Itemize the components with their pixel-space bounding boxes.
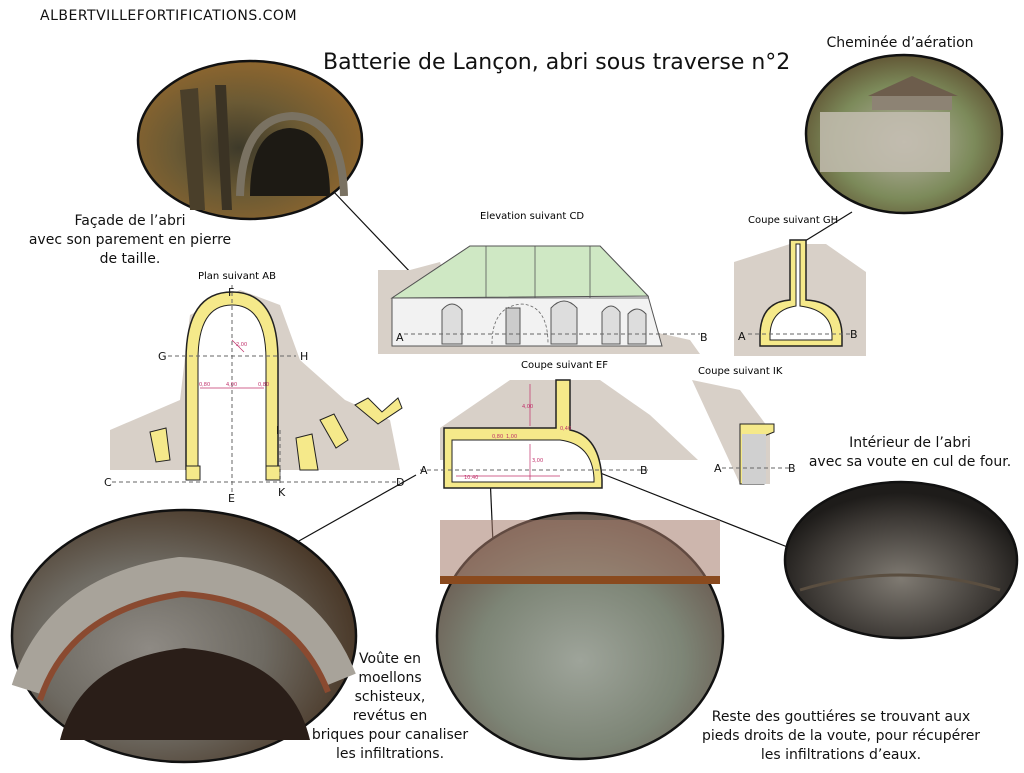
axis-letter-b-ef: B — [640, 464, 648, 477]
coupe-gh-drawing — [734, 239, 866, 356]
axis-letter-h: H — [300, 350, 308, 363]
caption-line: moellons — [358, 670, 422, 686]
axis-letter-a-ik: A — [714, 462, 722, 475]
photo-interior — [783, 480, 1019, 640]
axis-letter-i: I — [276, 424, 279, 437]
caption-gutters: Reste des gouttiéres se trouvant aux pie… — [676, 708, 1006, 765]
caption-line: avec sa voute en cul de four. — [808, 454, 1012, 470]
axis-letter-e: E — [228, 492, 235, 505]
caption-line: les infiltrations d’eaux. — [760, 747, 922, 763]
dim-plan-wall-left: 0,80 — [199, 382, 210, 388]
photo-vault — [10, 508, 358, 764]
label-coupe-gh: Coupe suivant GH — [748, 215, 838, 226]
caption-line: Intérieur de l’abri — [849, 435, 971, 451]
coupe-ik-drawing — [692, 380, 792, 485]
axis-letter-b-ik: B — [788, 462, 796, 475]
dim-ef-w3: 0,40 — [560, 426, 571, 432]
axis-letter-g: G — [158, 350, 167, 363]
axis-letter-a-gh: A — [738, 330, 746, 343]
elevation-cd-drawing — [378, 245, 700, 354]
site-watermark: ALBERTVILLEFORTIFICATIONS.COM — [40, 8, 298, 24]
label-plan-ab: Plan suivant AB — [198, 271, 276, 282]
axis-letter-f: F — [228, 286, 234, 299]
label-coupe-ef: Coupe suivant EF — [521, 360, 608, 371]
caption-line: avec son parement en pierre — [28, 232, 232, 248]
caption-interior: Intérieur de l’abri avec sa voute en cul… — [790, 434, 1024, 472]
dim-plan-width: 4,00 — [226, 382, 237, 388]
coupe-ef-drawing — [420, 379, 698, 489]
caption-vault: Voûte en moellons schisteux, revétus en … — [300, 650, 480, 764]
caption-chimney: Cheminée d’aération — [826, 35, 974, 51]
axis-letter-a-ef: A — [420, 464, 428, 477]
caption-line: les infiltrations. — [335, 746, 445, 762]
caption-line: pieds droits de la voute, pour récupérer — [701, 728, 981, 744]
axis-letter-b-elev: B — [700, 331, 708, 344]
axis-letter-c: C — [104, 476, 112, 489]
axis-letter-k: K — [278, 486, 286, 499]
caption-line: schisteux, — [354, 689, 426, 705]
photo-facade — [136, 59, 364, 221]
caption-line: briques pour canaliser — [311, 727, 469, 743]
caption-line: Voûte en — [359, 651, 421, 667]
axis-letter-d: D — [396, 476, 404, 489]
dim-plan-wall-right: 0,80 — [258, 382, 269, 388]
dim-ef-w2: 1,00 — [506, 434, 517, 440]
plan-ab-drawing — [110, 285, 403, 492]
axis-letter-b-gh: B — [850, 328, 858, 341]
photo-chimney — [804, 53, 1004, 215]
caption-line: Façade de l’abri — [74, 213, 186, 229]
caption-line: revétus en — [352, 708, 428, 724]
page-title: Batterie de Lançon, abri sous traverse n… — [323, 50, 791, 75]
photo-gutter-wall — [435, 511, 725, 761]
caption-line: de taille. — [99, 251, 161, 267]
dim-ef-shaft: 4,00 — [522, 404, 533, 410]
dim-ef-w1: 0,80 — [492, 434, 503, 440]
label-coupe-ik: Coupe suivant IK — [698, 366, 783, 377]
dim-ef-height: 3,00 — [532, 458, 543, 464]
caption-facade: Façade de l’abri avec son parement en pi… — [10, 212, 250, 269]
dim-plan-radius: 2,00 — [236, 342, 247, 348]
label-elevation-cd: Elevation suivant CD — [480, 211, 584, 222]
axis-letter-a-elev: A — [396, 331, 404, 344]
caption-line: Reste des gouttiéres se trouvant aux — [711, 709, 971, 725]
dim-ef-length: 10,40 — [464, 475, 478, 481]
